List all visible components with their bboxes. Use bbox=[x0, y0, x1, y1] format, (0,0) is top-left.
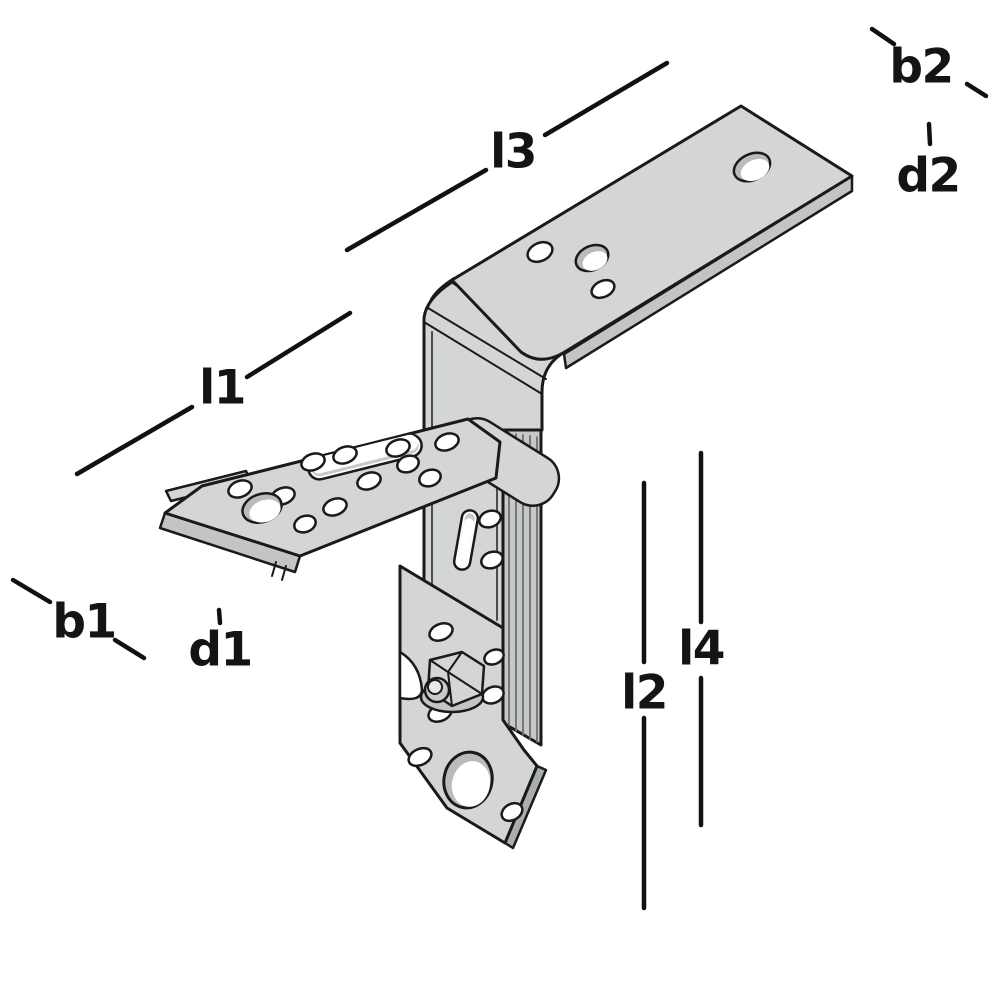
dim-line-l3 bbox=[344, 60, 670, 253]
dim-label-b1: b1 bbox=[52, 594, 117, 650]
dim-label-d1: d1 bbox=[188, 622, 253, 678]
shelf-arm bbox=[158, 417, 561, 581]
shelf-holes bbox=[227, 432, 460, 534]
dim-line-b2 bbox=[869, 26, 989, 99]
top-plate bbox=[450, 104, 854, 370]
dimension-lines bbox=[10, 26, 989, 911]
dim-label-l1: l1 bbox=[199, 360, 246, 416]
dim-label-b2: b2 bbox=[889, 39, 954, 95]
dim-line-b1 bbox=[10, 577, 147, 661]
dim-label-l4: l4 bbox=[678, 621, 725, 677]
dim-label-d2: d2 bbox=[896, 148, 961, 204]
flange-nut bbox=[419, 650, 486, 714]
dim-label-l3: l3 bbox=[490, 124, 537, 180]
dim-line-l1 bbox=[74, 310, 353, 477]
dim-line-d2 bbox=[926, 121, 933, 147]
top-plate-holes bbox=[526, 151, 772, 300]
dim-label-l2: l2 bbox=[621, 665, 668, 721]
dim-line-d1 bbox=[216, 607, 223, 626]
vertical-rail bbox=[501, 428, 543, 747]
